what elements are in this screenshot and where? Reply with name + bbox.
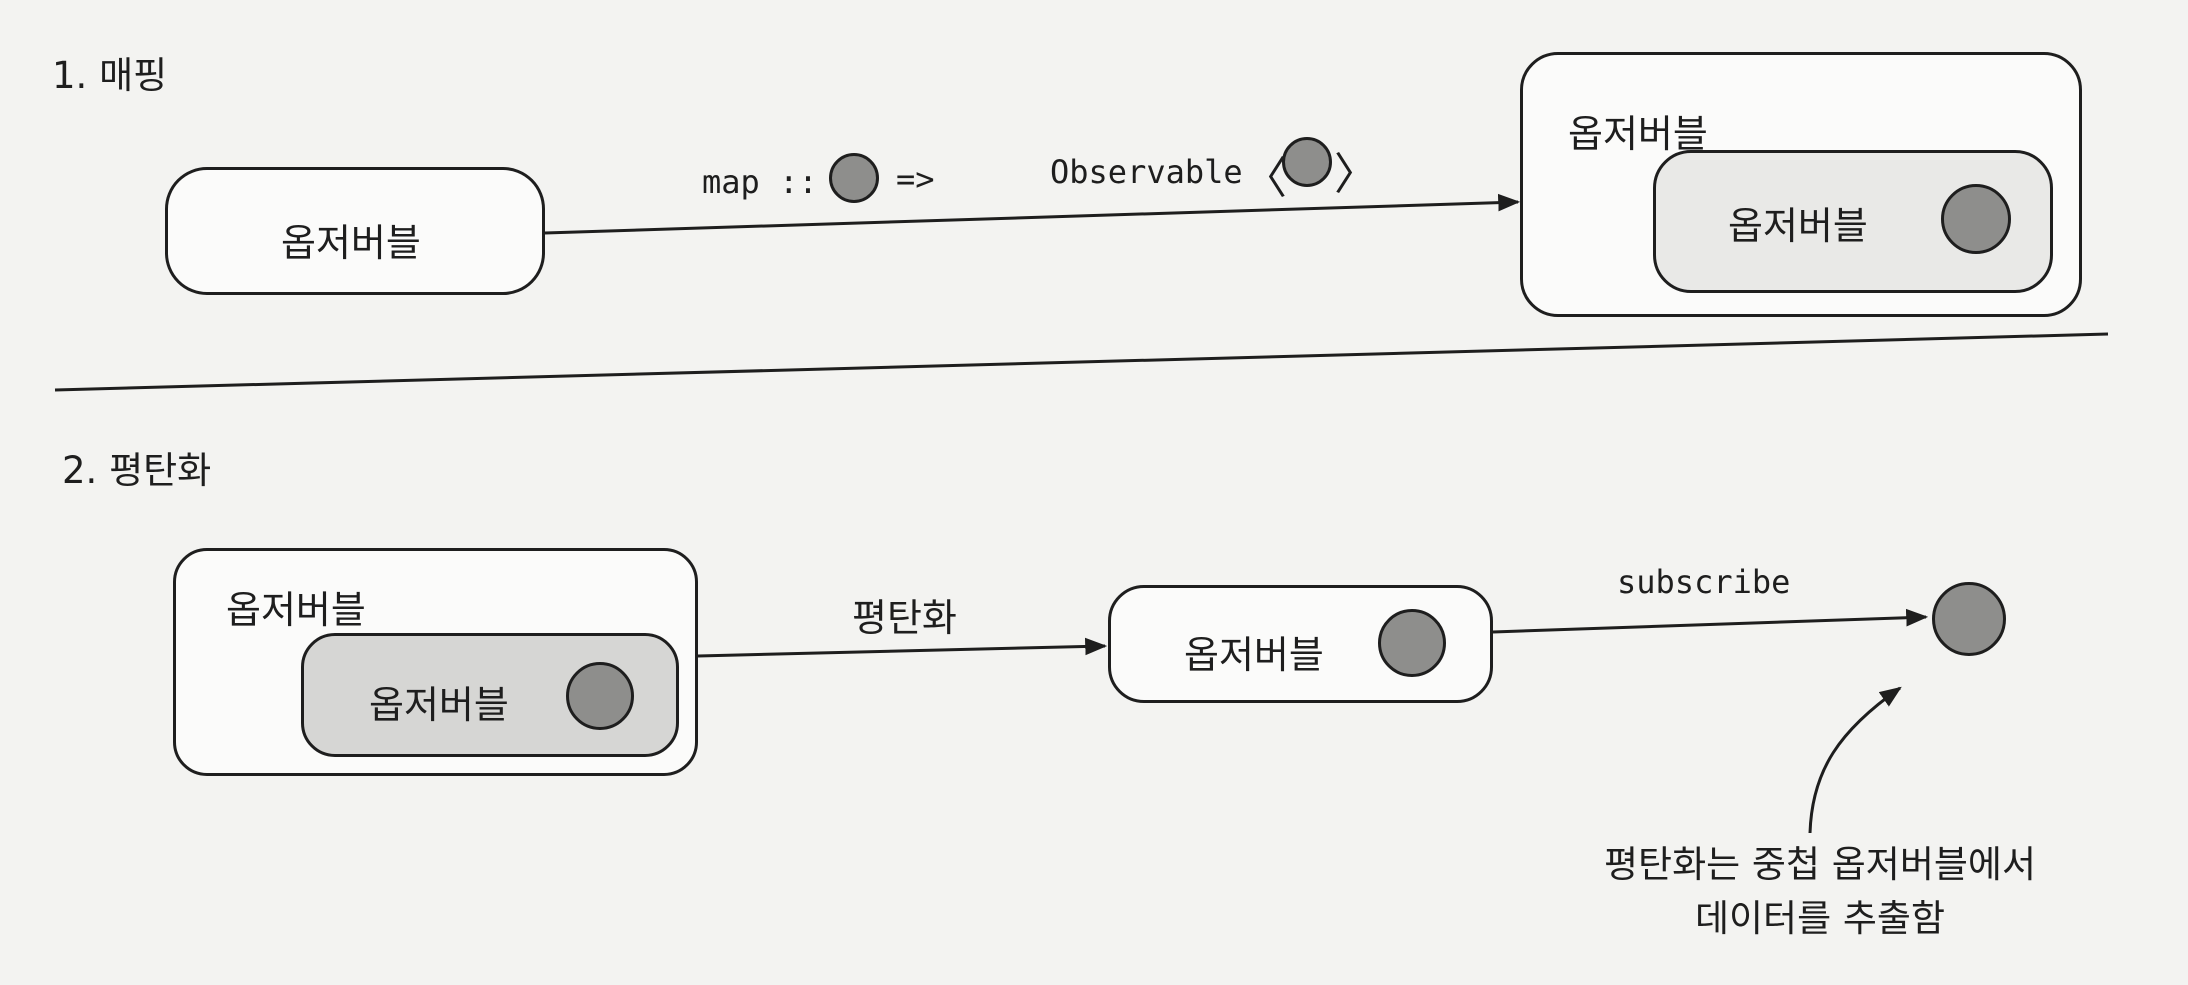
flatten-source-inner-label: 옵저버블 — [369, 683, 509, 727]
flatten-note: 평탄화는 중첩 옵저버블에서 데이터를 추출함 — [1560, 838, 2080, 946]
section-title-mapping: 1. 매핑 — [52, 54, 168, 97]
map-input-ball-icon — [829, 153, 879, 203]
source-observable-label: 옵저버블 — [281, 221, 421, 265]
observable-type-text: Observable — [1050, 153, 1243, 191]
subscribed-data-ball-icon — [1932, 582, 2006, 656]
flattened-ball-icon — [1378, 609, 1446, 677]
subscribe-label: subscribe — [1617, 563, 1791, 601]
flatten-arrow-label: 평탄화 — [852, 596, 957, 640]
flatten-note-line2: 데이터를 추출함 — [1694, 897, 1946, 940]
flatten-note-line1: 평탄화는 중첩 옵저버블에서 — [1603, 843, 2036, 886]
map-operator-text: map :: — [702, 163, 818, 201]
flatten-source-inner-box: 옵저버블 — [301, 633, 679, 757]
section-title-flattening: 2. 평탄화 — [62, 449, 212, 492]
flatten-source-outer-box: 옵저버블 옵저버블 — [173, 548, 698, 776]
source-observable-box: 옵저버블 — [165, 167, 545, 295]
nested-inner-ball-icon — [1941, 184, 2011, 254]
section-divider — [54, 332, 2109, 392]
note-pointer-arrow — [1808, 686, 1902, 834]
flatten-source-outer-label: 옵저버블 — [226, 588, 366, 632]
type-open-bracket: 〈 — [1243, 153, 1287, 204]
nested-inner-label: 옵저버블 — [1728, 204, 1868, 248]
map-result-arrow-text: => — [896, 160, 935, 198]
nested-outer-label: 옵저버블 — [1568, 112, 1708, 156]
nested-observable-outer-box: 옵저버블 옵저버블 — [1520, 52, 2082, 317]
nested-observable-inner-box: 옵저버블 — [1653, 150, 2053, 293]
map-arrow — [544, 193, 1521, 235]
flattened-observable-label: 옵저버블 — [1184, 633, 1324, 677]
flatten-arrow — [697, 637, 1108, 658]
flattened-observable-box: 옵저버블 — [1108, 585, 1493, 703]
type-param-ball-icon — [1282, 137, 1332, 187]
type-close-bracket: 〉 — [1334, 149, 1378, 200]
subscribe-arrow — [1492, 608, 1929, 634]
flatten-source-ball-icon — [566, 662, 634, 730]
